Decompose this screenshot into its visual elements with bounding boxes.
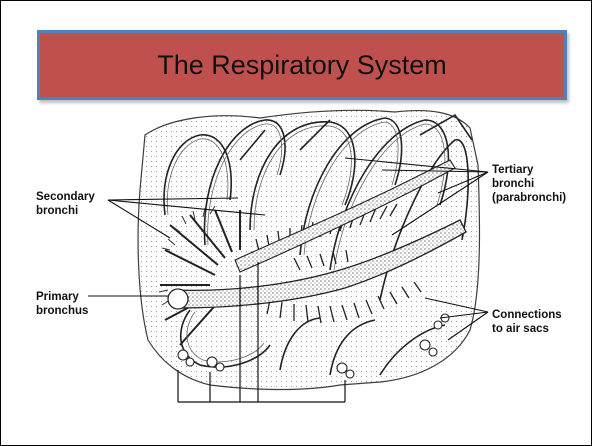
label-connections-1: Connections	[492, 309, 562, 321]
label-secondary-bronchi-2: bronchi	[36, 205, 78, 217]
label-primary-bronchus-2: bronchus	[36, 305, 88, 317]
label-tertiary-bronchi-2: bronchi	[492, 178, 534, 190]
label-connections-2: to air sacs	[492, 323, 549, 335]
label-tertiary-bronchi-3: (parabronchi)	[492, 192, 566, 204]
label-primary-bronchus-1: Primary	[36, 291, 79, 303]
label-tertiary-bronchi-1: Tertiary	[492, 164, 534, 176]
primary-bronchus-opening	[168, 289, 188, 309]
label-secondary-bronchi-1: Secondary	[36, 191, 95, 203]
